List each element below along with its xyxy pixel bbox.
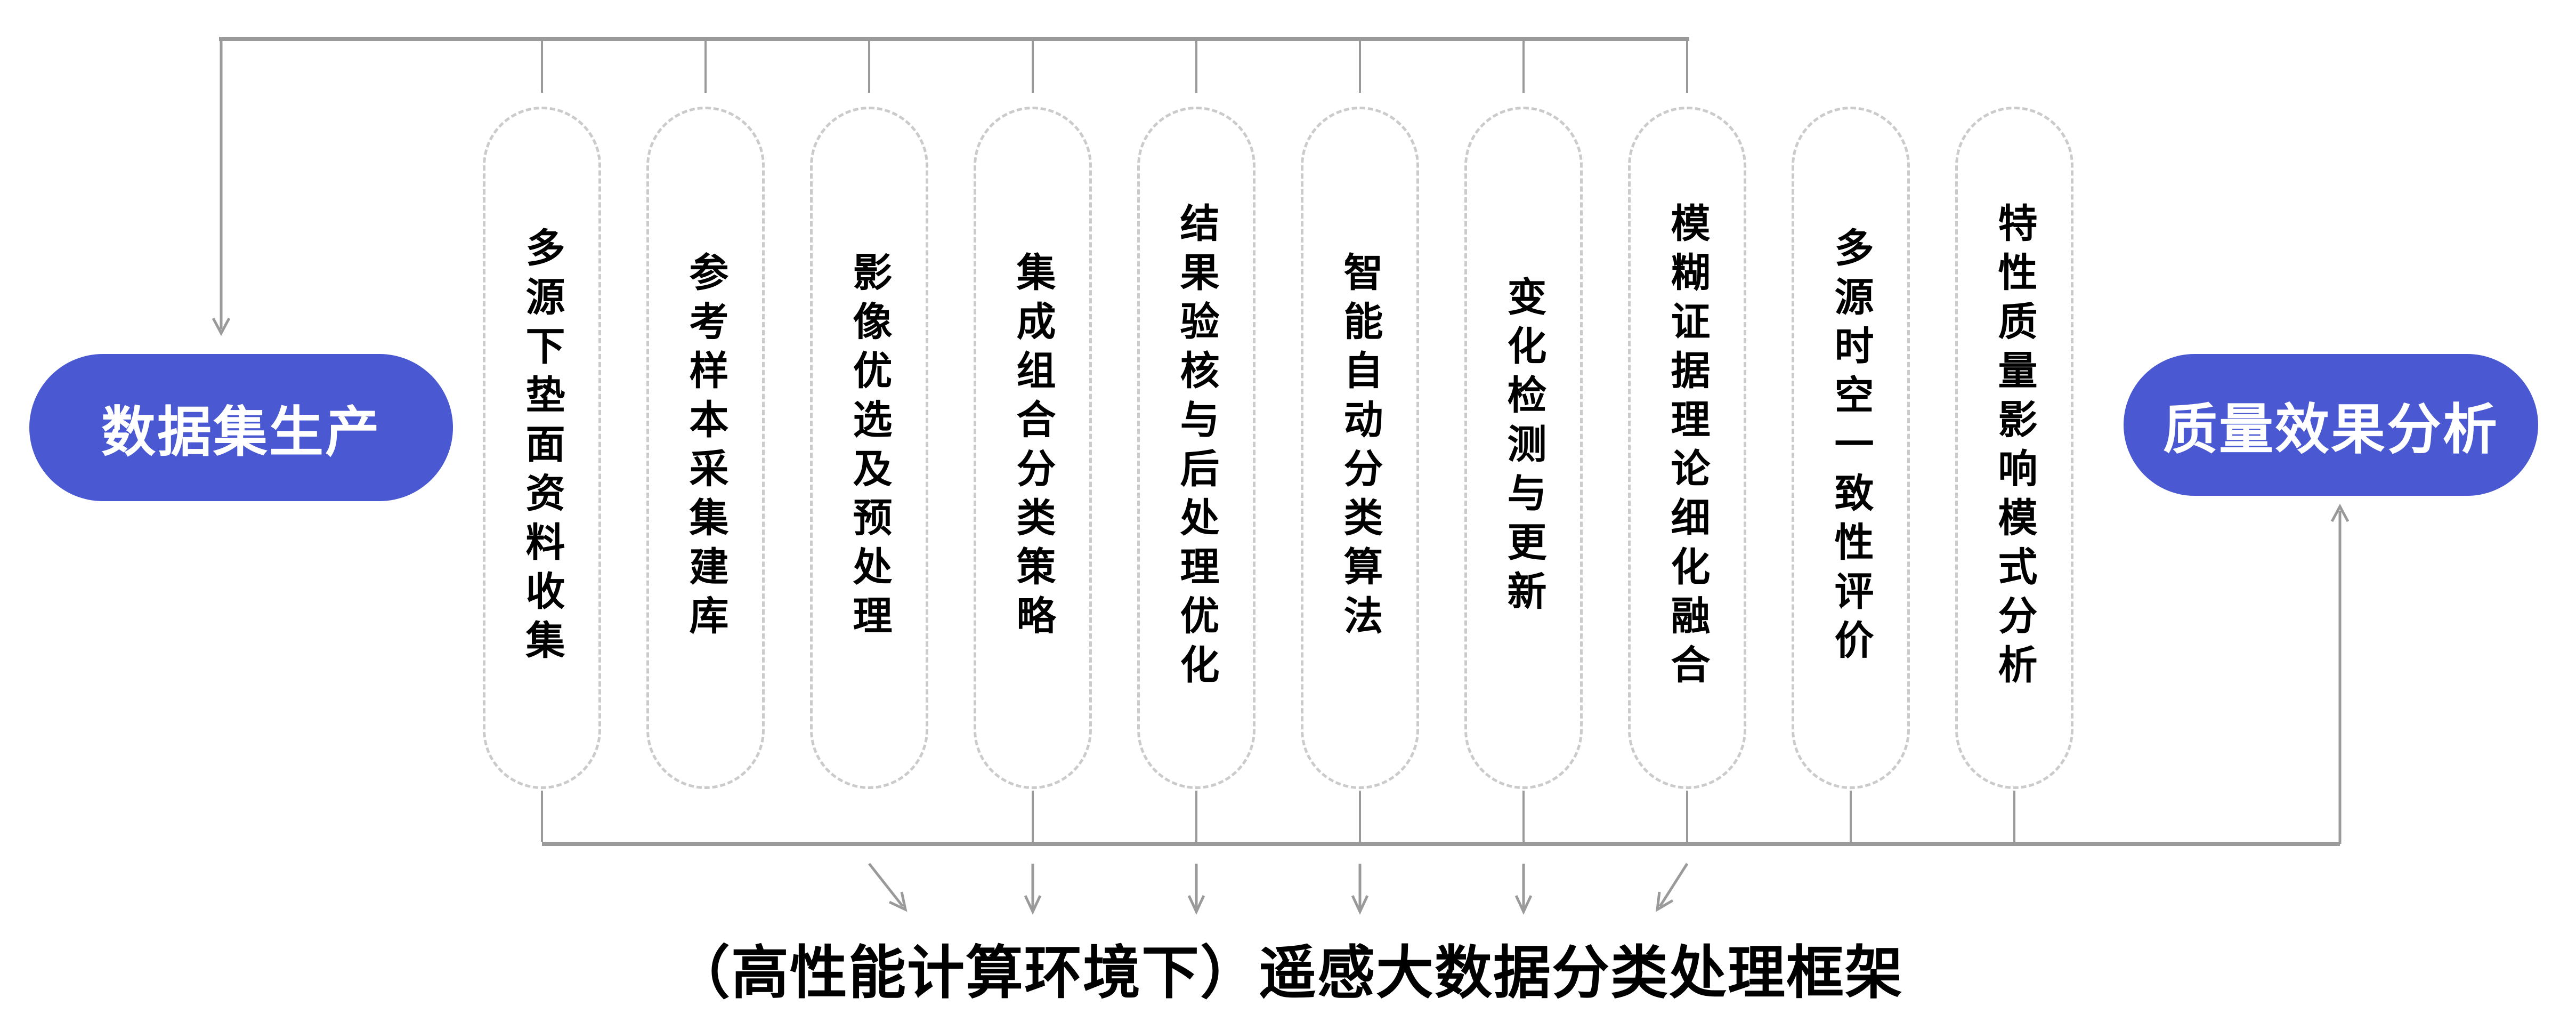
bottom-connector <box>541 791 2340 846</box>
stage-label-2: 参考样本采集建库 <box>684 252 728 644</box>
stage-label-3: 影像优选及预处理 <box>847 252 892 644</box>
stage-capsule-1: 多源下垫面资料收集 <box>483 107 601 789</box>
stage-capsule-6: 智能自动分类算法 <box>1301 107 1419 789</box>
stage-capsule-4: 集成组合分类策略 <box>974 107 1092 789</box>
arrow-to-right-node <box>2330 503 2350 844</box>
stage-capsule-10: 特性质量影响模式分析 <box>1955 107 2073 789</box>
stage-label-8: 模糊证据理论细化融合 <box>1665 203 1710 693</box>
stage-label-10: 特性质量影响模式分析 <box>1992 203 2037 693</box>
stage-label-9: 多源时空一致性评价 <box>1829 227 1873 669</box>
node-dataset-production: 数据集生产 <box>29 354 453 501</box>
stage-label-4: 集成组合分类策略 <box>1011 252 1055 644</box>
stage-label-5: 结果验核与后处理优化 <box>1174 203 1219 693</box>
stage-label-1: 多源下垫面资料收集 <box>520 227 564 669</box>
diagram-caption: （高性能计算环境下）遥感大数据分类处理框架 <box>672 940 1903 1005</box>
arrows-to-caption <box>868 863 1689 915</box>
node-quality-effect-analysis: 质量效果分析 <box>2124 354 2538 496</box>
stage-capsule-8: 模糊证据理论细化融合 <box>1628 107 1746 789</box>
node-dataset-production-label: 数据集生产 <box>101 401 381 463</box>
stage-capsule-7: 变化检测与更新 <box>1464 107 1583 789</box>
stage-capsule-5: 结果验核与后处理优化 <box>1137 107 1255 789</box>
stage-label-7: 变化检测与更新 <box>1502 276 1546 619</box>
stage-label-6: 智能自动分类算法 <box>1338 252 1382 644</box>
node-quality-effect-analysis-label: 质量效果分析 <box>2163 399 2499 460</box>
stage-capsule-9: 多源时空一致性评价 <box>1792 107 1910 789</box>
arrow-to-left-node <box>212 39 231 336</box>
stage-capsule-2: 参考样本采集建库 <box>646 107 765 789</box>
top-connector <box>219 37 1689 93</box>
stage-capsule-3: 影像优选及预处理 <box>810 107 928 789</box>
